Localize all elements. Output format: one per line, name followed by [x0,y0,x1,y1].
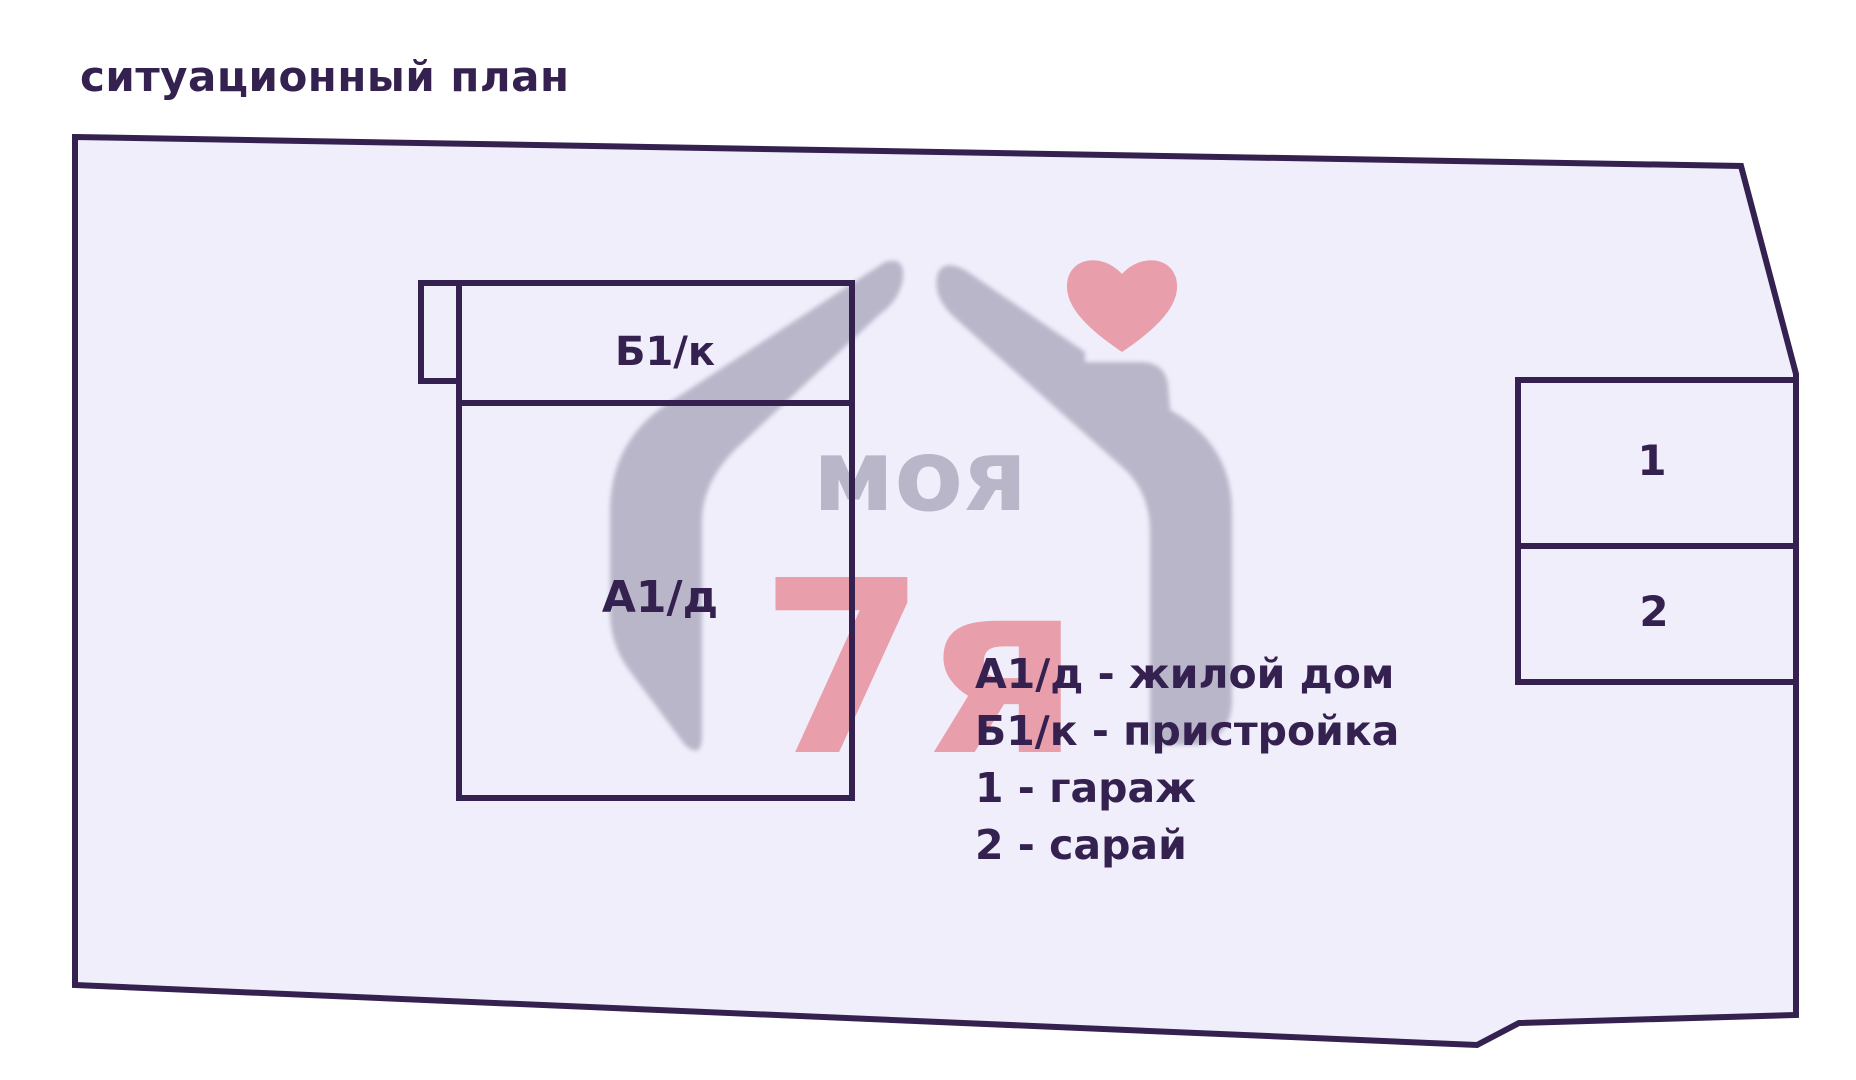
legend-item-annex: Б1/к - пристройка [975,707,1399,755]
legend: А1/д - жилой дом Б1/к - пристройка 1 - г… [975,650,1399,869]
house-building [456,403,855,801]
annex-label: Б1/к [615,329,715,375]
legend-item-house: А1/д - жилой дом [975,650,1394,698]
watermark-number: 7я [759,529,1080,809]
house-label: А1/д [602,572,718,623]
house-hands-icon [610,260,1232,751]
legend-item-shed: 2 - сарай [975,821,1187,869]
shed-building [1515,543,1799,685]
legend-item-garage: 1 - гараж [975,764,1196,812]
garage-label: 1 [1637,436,1666,485]
watermark-word: моя [813,417,1028,534]
plan-title: ситуационный план [80,52,570,101]
annex-building [456,280,855,406]
watermark-logo: моя 7я [610,260,1232,809]
shed-label: 2 [1639,587,1668,636]
lot-boundary [72,133,1799,1049]
heart-icon [1066,260,1178,352]
